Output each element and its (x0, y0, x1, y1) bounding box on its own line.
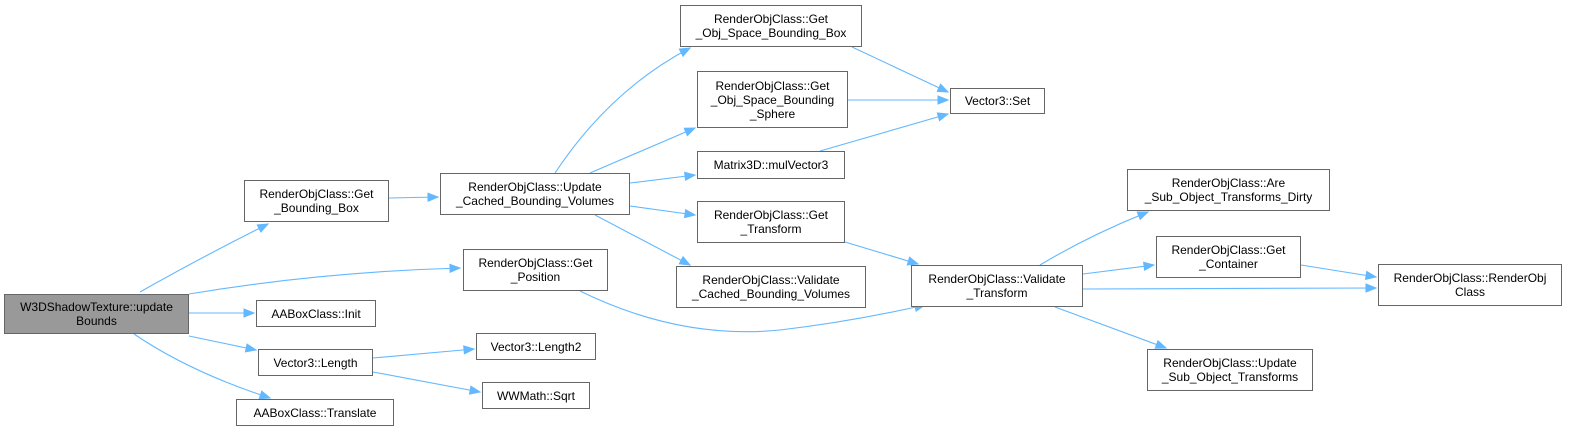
edge-root-getboundingbox-line (139, 223, 269, 293)
edge-root-aaboxinit (189, 308, 256, 318)
edge-validate-getcontainer-arrowhead (1142, 261, 1156, 272)
node-vector3-length[interactable]: Vector3::Length (258, 349, 373, 376)
edge-update-sphere-arrowhead (683, 127, 697, 137)
edge-objbox-set-arrowhead (936, 83, 950, 93)
edge-update-mul-line (629, 174, 696, 184)
edge-validate-aredirty-line (1039, 211, 1149, 266)
edge-objbox-set-line (851, 46, 949, 93)
edge-update-sphere-line (589, 127, 696, 174)
edge-root-translate-arrowhead (258, 390, 272, 400)
edge-length-length2 (372, 345, 476, 359)
edge-getcontainer-ctor-arrowhead (1364, 270, 1378, 281)
edge-getposition-validate-line (579, 290, 926, 333)
node-get-transform[interactable]: RenderObjClass::Get _Transform (697, 201, 845, 243)
edge-update-gettransform (629, 205, 697, 219)
edge-update-objbox-line (554, 47, 691, 174)
node-get-position[interactable]: RenderObjClass::Get _Position (463, 249, 608, 291)
edge-update-gettransform-arrowhead (683, 208, 697, 219)
edge-objbox-set (851, 46, 950, 93)
edge-root-getposition-line (188, 267, 461, 295)
edge-validate-updatesub-line (1054, 306, 1167, 349)
node-get-obj-space-bounding-sphere[interactable]: RenderObjClass::Get _Obj_Space_Bounding … (697, 71, 848, 128)
node-root[interactable]: W3DShadowTexture::update Bounds (4, 294, 189, 334)
edge-length-sqrt (372, 371, 482, 395)
edge-validate-aredirty (1039, 211, 1150, 266)
edge-gettransform-validate (844, 241, 920, 266)
edge-update-mul-arrowhead (683, 171, 697, 181)
node-renderobj-constructor[interactable]: RenderObjClass::RenderObj Class (1378, 264, 1562, 306)
edge-update-objbox-arrowhead (678, 47, 692, 58)
edge-root-getboundingbox-arrowhead (256, 223, 270, 233)
node-vector3-set[interactable]: Vector3::Set (950, 88, 1045, 114)
node-are-sub-object-transforms-dirty[interactable]: RenderObjClass::Are _Sub_Object_Transfor… (1127, 169, 1330, 211)
node-aabox-init[interactable]: AABoxClass::Init (256, 300, 376, 327)
edge-validate-updatesub-arrowhead (1154, 339, 1168, 349)
edge-root-aaboxinit-arrowhead (243, 308, 256, 318)
edge-root-translate-line (133, 333, 271, 399)
edge-root-length-arrowhead (244, 343, 258, 353)
node-wwmath-sqrt[interactable]: WWMath::Sqrt (482, 382, 590, 409)
edge-root-getboundingbox (139, 223, 270, 293)
edge-update-validatecached-arrowhead (678, 255, 692, 266)
edge-validate-aredirty-arrowhead (1136, 211, 1150, 221)
edge-update-mul (629, 171, 697, 184)
edge-root-length (188, 335, 258, 353)
edge-root-length-line (188, 335, 257, 351)
node-vector3-length2[interactable]: Vector3::Length2 (476, 333, 596, 360)
edge-update-gettransform-line (629, 205, 696, 216)
edge-root-getposition-arrowhead (449, 263, 462, 274)
edge-length-length2-arrowhead (463, 345, 476, 355)
edge-length-length2-line (372, 348, 475, 359)
node-aabox-translate[interactable]: AABoxClass::Translate (236, 399, 394, 426)
edge-sphere-set-arrowhead (937, 95, 950, 105)
edge-root-translate (133, 333, 272, 400)
edge-mul-set-arrowhead (936, 112, 950, 122)
edge-length-sqrt-line (372, 371, 481, 393)
edge-update-sphere (589, 127, 697, 174)
edge-validate-getcontainer-line (1082, 264, 1155, 275)
node-matrix3d-mulvector3[interactable]: Matrix3D::mulVector3 (697, 151, 845, 179)
edge-update-validatecached-line (594, 214, 691, 266)
edge-validate-ctor-arrowhead (1365, 283, 1378, 293)
edge-gettransform-validate-line (844, 241, 919, 265)
node-update-sub-object-transforms[interactable]: RenderObjClass::Update _Sub_Object_Trans… (1147, 349, 1313, 391)
edge-length-sqrt-arrowhead (468, 385, 482, 395)
edge-validate-updatesub (1054, 306, 1168, 349)
edge-mul-set (819, 112, 950, 152)
node-update-cached-bounding-volumes[interactable]: RenderObjClass::Update _Cached_Bounding_… (440, 173, 630, 215)
node-validate-cached-bounding-volumes[interactable]: RenderObjClass::Validate _Cached_Boundin… (676, 266, 866, 308)
node-get-container[interactable]: RenderObjClass::Get _Container (1156, 236, 1301, 278)
edge-validate-ctor-line (1082, 287, 1377, 290)
edge-root-getposition (188, 263, 462, 295)
edge-update-validatecached (594, 214, 692, 266)
edge-gettransform-validate-arrowhead (906, 256, 920, 266)
edge-validate-getcontainer (1082, 261, 1156, 275)
edge-validate-ctor (1082, 283, 1378, 293)
edge-update-objbox (554, 47, 692, 174)
node-get-obj-space-bounding-box[interactable]: RenderObjClass::Get _Obj_Space_Bounding_… (680, 5, 862, 47)
edge-mul-set-line (819, 113, 949, 152)
edge-getbbox-update-arrowhead (427, 192, 440, 202)
node-validate-transform[interactable]: RenderObjClass::Validate _Transform (911, 265, 1083, 307)
edge-getcontainer-ctor (1300, 264, 1378, 281)
edge-getcontainer-ctor-line (1300, 264, 1377, 278)
edge-sphere-set (848, 95, 950, 105)
node-get-bounding-box[interactable]: RenderObjClass::Get _Bounding_Box (244, 180, 389, 222)
edge-getbbox-update (388, 192, 440, 202)
